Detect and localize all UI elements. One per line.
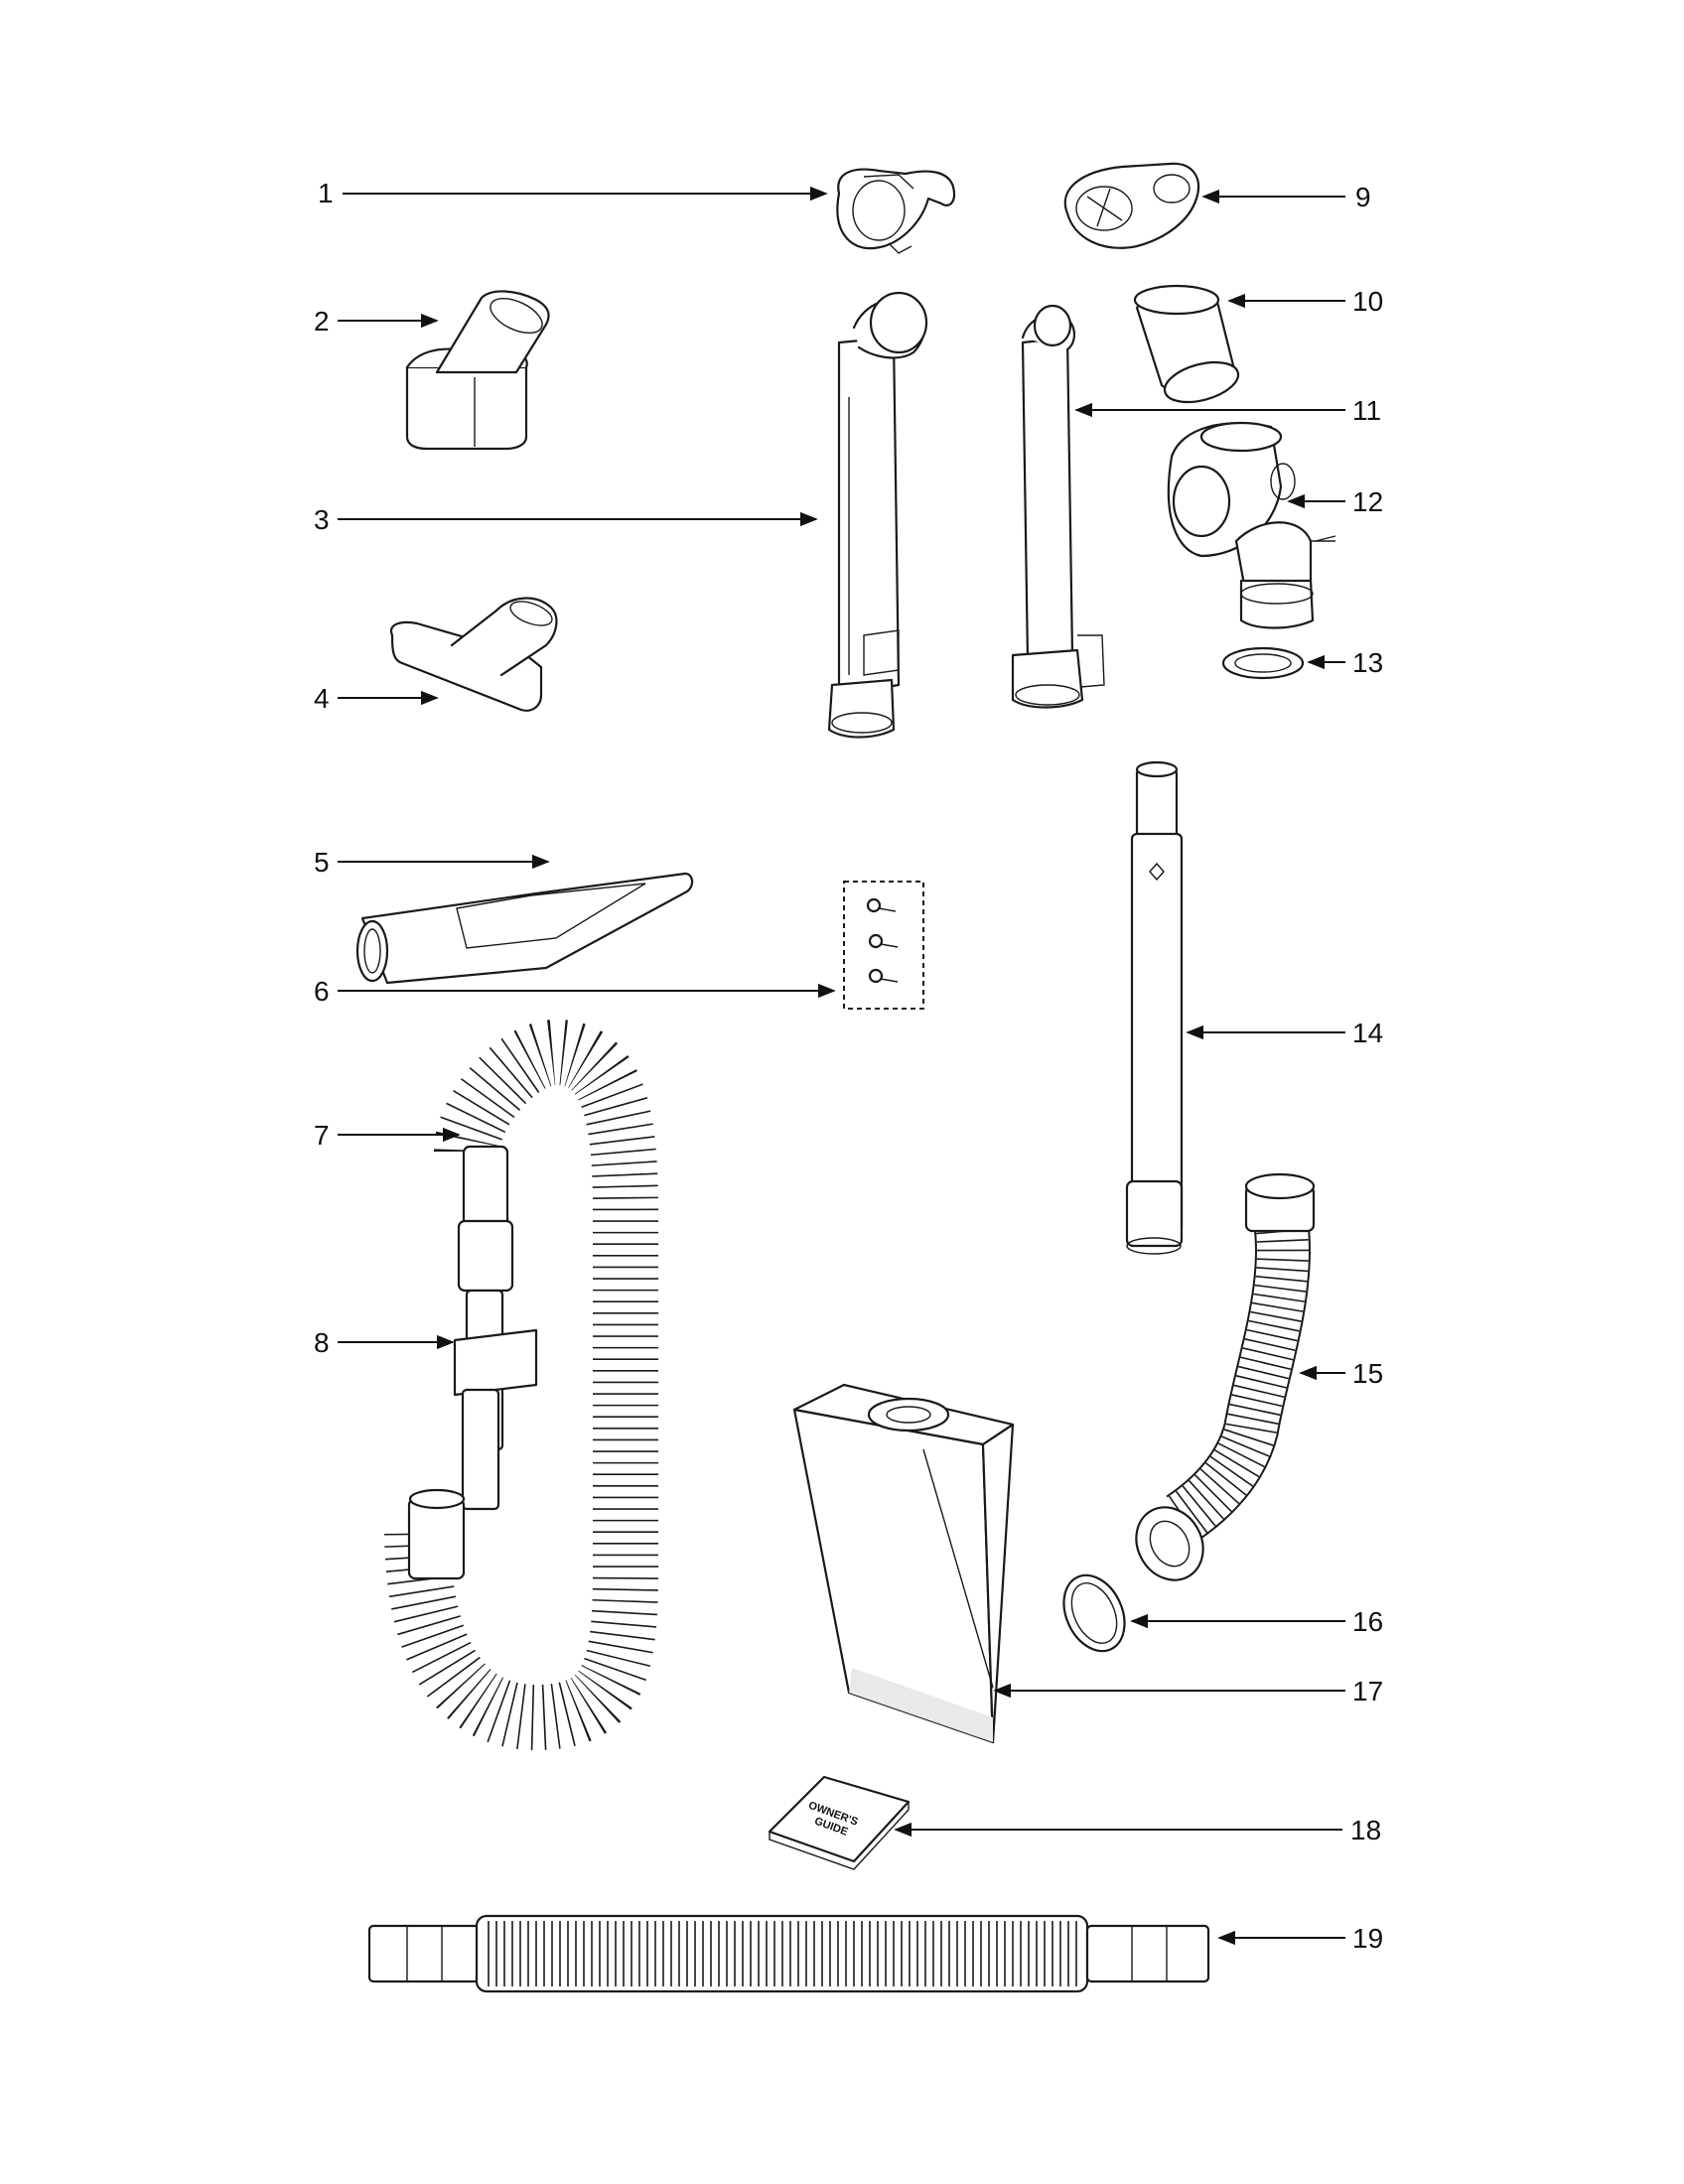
- leader-lines: [338, 186, 1345, 1946]
- part-1-hose-clip: [836, 168, 956, 254]
- callout-3: 3: [314, 504, 330, 535]
- part-19-stretch-hose: [367, 1914, 1210, 1993]
- part-6-screws: [843, 881, 924, 1010]
- callout-4: 4: [314, 683, 330, 714]
- part-2-upholstery-tool: [405, 290, 550, 451]
- part-13-gasket: [1221, 646, 1305, 680]
- part-16-ring: [1062, 1573, 1126, 1653]
- part-5-crevice-tool: [355, 872, 694, 985]
- callout-19: 19: [1352, 1923, 1383, 1954]
- part-4-floor-tool: [389, 597, 558, 712]
- part-10-hose-cuff: [1133, 284, 1240, 404]
- callout-15: 15: [1352, 1358, 1383, 1389]
- part-11-wand-tube: [1011, 304, 1105, 709]
- callout-12: 12: [1352, 486, 1383, 517]
- callout-10: 10: [1352, 286, 1383, 317]
- callout-5: 5: [314, 847, 330, 878]
- callout-6: 6: [314, 976, 330, 1007]
- part-14-extension-wand: [1125, 760, 1184, 1255]
- part-3-handle-tube: [827, 291, 928, 739]
- part-9-hose-coupling: [1063, 162, 1200, 249]
- part-15-flex-hose: [1135, 1172, 1316, 1581]
- part-18-owners-guide: OWNER'S GUIDE: [768, 1775, 911, 1870]
- callout-8: 8: [314, 1327, 330, 1358]
- callout-17: 17: [1352, 1676, 1383, 1706]
- callout-7: 7: [314, 1120, 330, 1151]
- callout-1: 1: [318, 178, 334, 208]
- callout-11: 11: [1352, 395, 1381, 426]
- callout-18: 18: [1350, 1815, 1381, 1845]
- callout-labels: 1 2 3 4 5 6 7 8 9 10 11 12 13 14 15 16 1…: [314, 178, 1383, 1954]
- callout-16: 16: [1352, 1606, 1383, 1637]
- callout-13: 13: [1352, 647, 1383, 678]
- callout-9: 9: [1355, 182, 1371, 212]
- part-17-dust-bag: [792, 1383, 1015, 1744]
- part-7-8-hose-assembly: [384, 1019, 658, 1751]
- part-12-diverter: [1167, 421, 1336, 629]
- callout-2: 2: [314, 306, 330, 337]
- callout-14: 14: [1352, 1018, 1383, 1048]
